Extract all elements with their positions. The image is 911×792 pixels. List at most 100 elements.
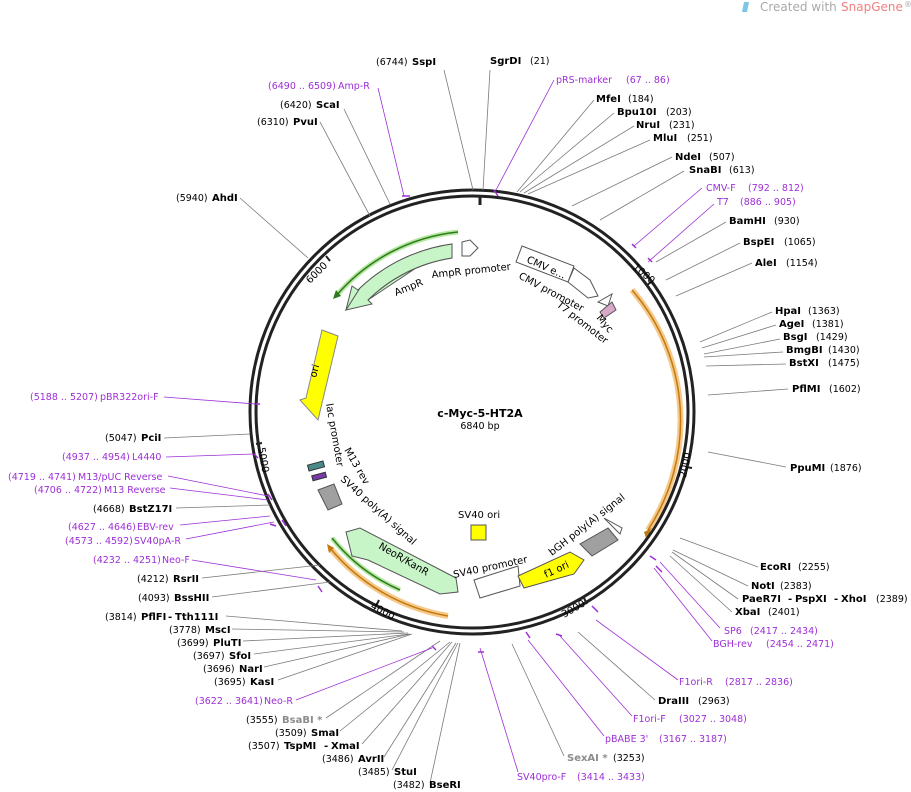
svg-text:-: - [788, 594, 792, 605]
svg-text:EBV-rev: EBV-rev [137, 522, 174, 533]
svg-text:(4573 .. 4592): (4573 .. 4592) [65, 536, 133, 547]
enzyme-bstxi: BstXI(1475) [789, 358, 860, 369]
svg-text:(4212): (4212) [137, 574, 169, 585]
svg-text:(3482): (3482) [393, 780, 425, 791]
enzyme-snabi: SnaBI(613) [689, 165, 755, 176]
svg-text:MfeI: MfeI [596, 94, 621, 105]
primer-pbr322ori-f: (5188 .. 5207)pBR322ori-F [30, 392, 159, 403]
label-sv40-ori: SV40 ori [458, 510, 500, 521]
svg-text:SV40pro-F: SV40pro-F [517, 772, 566, 783]
feature-f1-ori [517, 551, 585, 589]
label-ampr-promoter: AmpR promoter [431, 262, 512, 281]
svg-text:(3622 .. 3641): (3622 .. 3641) [195, 696, 263, 707]
snapgene-brand-text: SnapGene [841, 0, 903, 14]
svg-text:BGH-rev: BGH-rev [713, 639, 753, 650]
svg-text:(4232 .. 4251): (4232 .. 4251) [93, 555, 161, 566]
svg-text:(3167 .. 3187): (3167 .. 3187) [659, 734, 727, 745]
label-ori: ori [308, 363, 322, 378]
svg-text:(886 .. 905): (886 .. 905) [740, 197, 796, 208]
svg-text:(1602): (1602) [829, 384, 861, 395]
svg-text:PflFI: PflFI [141, 612, 166, 623]
primer-amp-r: (6490 .. 6509)Amp-R [268, 81, 370, 92]
svg-text:(6310): (6310) [257, 117, 289, 128]
primer-cmv-f: CMV-F(792 .. 812) [706, 183, 804, 194]
enzyme-pvui: (6310)PvuI [257, 117, 318, 128]
svg-text:BseRI: BseRI [429, 780, 461, 791]
svg-text:BstXI: BstXI [789, 358, 819, 369]
svg-text:(792 .. 812): (792 .. 812) [748, 183, 804, 194]
primer-sp6: SP6 (2417 .. 2434) [724, 626, 818, 637]
svg-text:Bpu10I: Bpu10I [617, 107, 657, 118]
svg-text:M13 Reverse: M13 Reverse [104, 485, 166, 496]
svg-text:(3509): (3509) [275, 728, 307, 739]
svg-text:T7: T7 [716, 197, 729, 208]
svg-text:(3485): (3485) [358, 767, 390, 778]
enzyme-bpu10i: Bpu10I(203) [617, 107, 692, 118]
enzyme-bsgi: BsgI (1429) [783, 332, 848, 343]
svg-text:(2417 .. 2434): (2417 .. 2434) [750, 626, 818, 637]
svg-text:BsaBI *: BsaBI * [282, 715, 323, 726]
svg-text:(3814): (3814) [105, 612, 137, 623]
svg-text:AhdI: AhdI [212, 193, 238, 204]
enzyme-ahdi: (5940)AhdI [176, 193, 238, 204]
svg-text:HpaI: HpaI [775, 306, 801, 317]
plasmid-name: c-Myc-5-HT2A [437, 407, 523, 420]
svg-text:(613): (613) [729, 165, 755, 176]
svg-text:(4668): (4668) [93, 504, 125, 515]
enzyme-ndei: NdeI(507) [675, 152, 735, 163]
svg-text:(1429): (1429) [816, 332, 848, 343]
svg-text:BamHI: BamHI [729, 216, 766, 227]
svg-text:(1430): (1430) [828, 345, 860, 356]
svg-text:DraIII: DraIII [658, 696, 689, 707]
feature-ampr-promoter [461, 239, 479, 257]
svg-text:PpuMI: PpuMI [790, 463, 825, 474]
enzyme-pluti: (3699)PluTI [177, 638, 241, 649]
svg-text:(5047): (5047) [105, 433, 137, 444]
enzyme-xbai: XbaI(2401) [735, 607, 800, 618]
svg-text:F1ori-F: F1ori-F [633, 714, 666, 725]
svg-text:(4093): (4093) [138, 593, 170, 604]
svg-text:(3414 .. 3433): (3414 .. 3433) [577, 772, 645, 783]
enzyme-bamhi: BamHI(930) [729, 216, 800, 227]
svg-text:(2454 .. 2471): (2454 .. 2471) [766, 639, 834, 650]
feature-bgh-arrow [603, 517, 623, 535]
primer-pbabe-3: pBABE 3'(3167 .. 3187) [605, 734, 727, 745]
enzyme-labels: (6744)SspI SgrDI(21) MfeI(184) Bpu10I(20… [93, 56, 908, 791]
svg-text:(184): (184) [628, 94, 654, 105]
backbone-inner-ring [254, 194, 690, 630]
svg-text:(3027 .. 3048): (3027 .. 3048) [679, 714, 747, 725]
svg-text:-: - [834, 594, 838, 605]
enzyme-sexai: SexAI *(3253) [567, 753, 645, 764]
svg-text:PspXI: PspXI [795, 594, 827, 605]
svg-text:F1ori-R: F1ori-R [679, 677, 713, 688]
svg-text:BmgBI: BmgBI [786, 345, 823, 356]
primer-leaders [163, 79, 721, 773]
svg-text:(1876): (1876) [830, 463, 862, 474]
svg-text:SexAI *: SexAI * [567, 753, 608, 764]
primer-t7: T7 (886 .. 905) [716, 197, 796, 208]
tick-5000: 5000 [255, 447, 270, 474]
enzyme-msci: (3778)MscI [169, 625, 231, 636]
svg-text:SmaI: SmaI [311, 728, 339, 739]
enzyme-ppumi: PpuMI (1876) [790, 463, 862, 474]
snapgene-branding: Created with SnapGene ® [742, 0, 911, 14]
svg-text:BsgI: BsgI [783, 332, 807, 343]
svg-text:NdeI: NdeI [675, 152, 701, 163]
svg-text:-: - [168, 612, 172, 623]
svg-text:SP6: SP6 [724, 626, 742, 637]
enzyme-bspei: BspEI(1065) [743, 237, 816, 248]
enzyme-bsabi: (3555)BsaBI * [246, 715, 323, 726]
svg-text:(3699): (3699) [177, 638, 209, 649]
enzyme-kasi: (3695)KasI [214, 677, 274, 688]
svg-text:(1065): (1065) [784, 237, 816, 248]
svg-text:MluI: MluI [653, 133, 677, 144]
feature-sv40-polya [317, 483, 343, 511]
label-lac-promoter: lac promoter [323, 403, 345, 469]
tick-4000: 4000 [369, 601, 397, 623]
svg-text:(251): (251) [687, 133, 713, 144]
svg-text:(2401): (2401) [768, 607, 800, 618]
svg-text:(1154): (1154) [786, 258, 818, 269]
svg-text:-: - [324, 741, 328, 752]
svg-text:(4937 .. 4954): (4937 .. 4954) [62, 452, 130, 463]
svg-text:SV40pA-R: SV40pA-R [134, 536, 181, 547]
